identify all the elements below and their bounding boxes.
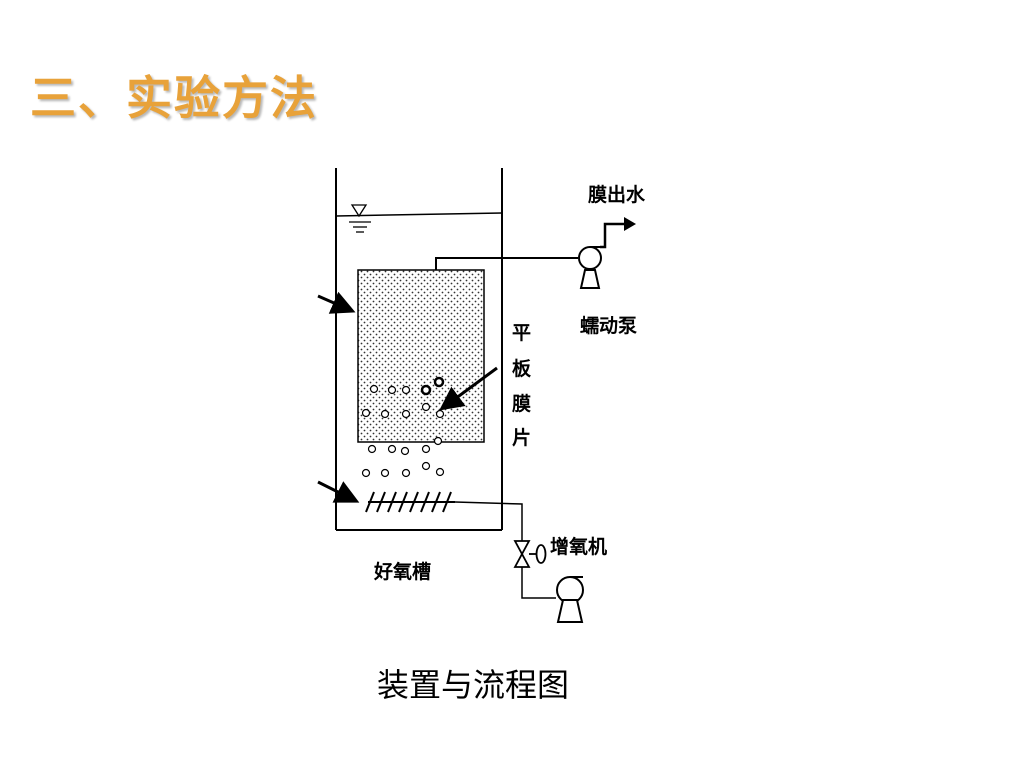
diagram-caption: 装置与流程图 bbox=[376, 666, 569, 704]
membrane-module bbox=[357, 269, 485, 443]
valve-icon bbox=[513, 540, 547, 568]
pointer-arrow bbox=[317, 480, 360, 503]
permeate-pipe bbox=[435, 257, 578, 270]
peristaltic-pump-icon bbox=[578, 246, 602, 289]
aerator-pump-icon bbox=[556, 576, 584, 623]
membrane-label-char: 平 bbox=[512, 322, 531, 344]
air-pipe bbox=[454, 501, 556, 599]
pump-label: 蠕动泵 bbox=[580, 315, 637, 337]
air-bubbles bbox=[361, 376, 445, 478]
aerobic-tank bbox=[335, 168, 503, 531]
effluent-pipe bbox=[600, 222, 626, 249]
membrane-label-char: 片 bbox=[512, 426, 531, 449]
aeration-diffuser bbox=[365, 491, 455, 513]
slide-title: 三、实验方法 bbox=[30, 71, 318, 125]
pointer-arrow bbox=[317, 291, 356, 314]
water-level-icon bbox=[335, 204, 503, 233]
aerator-label: 增氧机 bbox=[550, 535, 607, 558]
effluent-label: 膜出水 bbox=[587, 183, 646, 206]
membrane-label-char: 膜 bbox=[511, 392, 531, 415]
membrane-label-char: 板 bbox=[512, 357, 532, 380]
tank-label: 好氧槽 bbox=[373, 560, 431, 583]
effluent-arrow-icon bbox=[624, 217, 636, 231]
membrane-pointer-arrow bbox=[439, 366, 498, 411]
